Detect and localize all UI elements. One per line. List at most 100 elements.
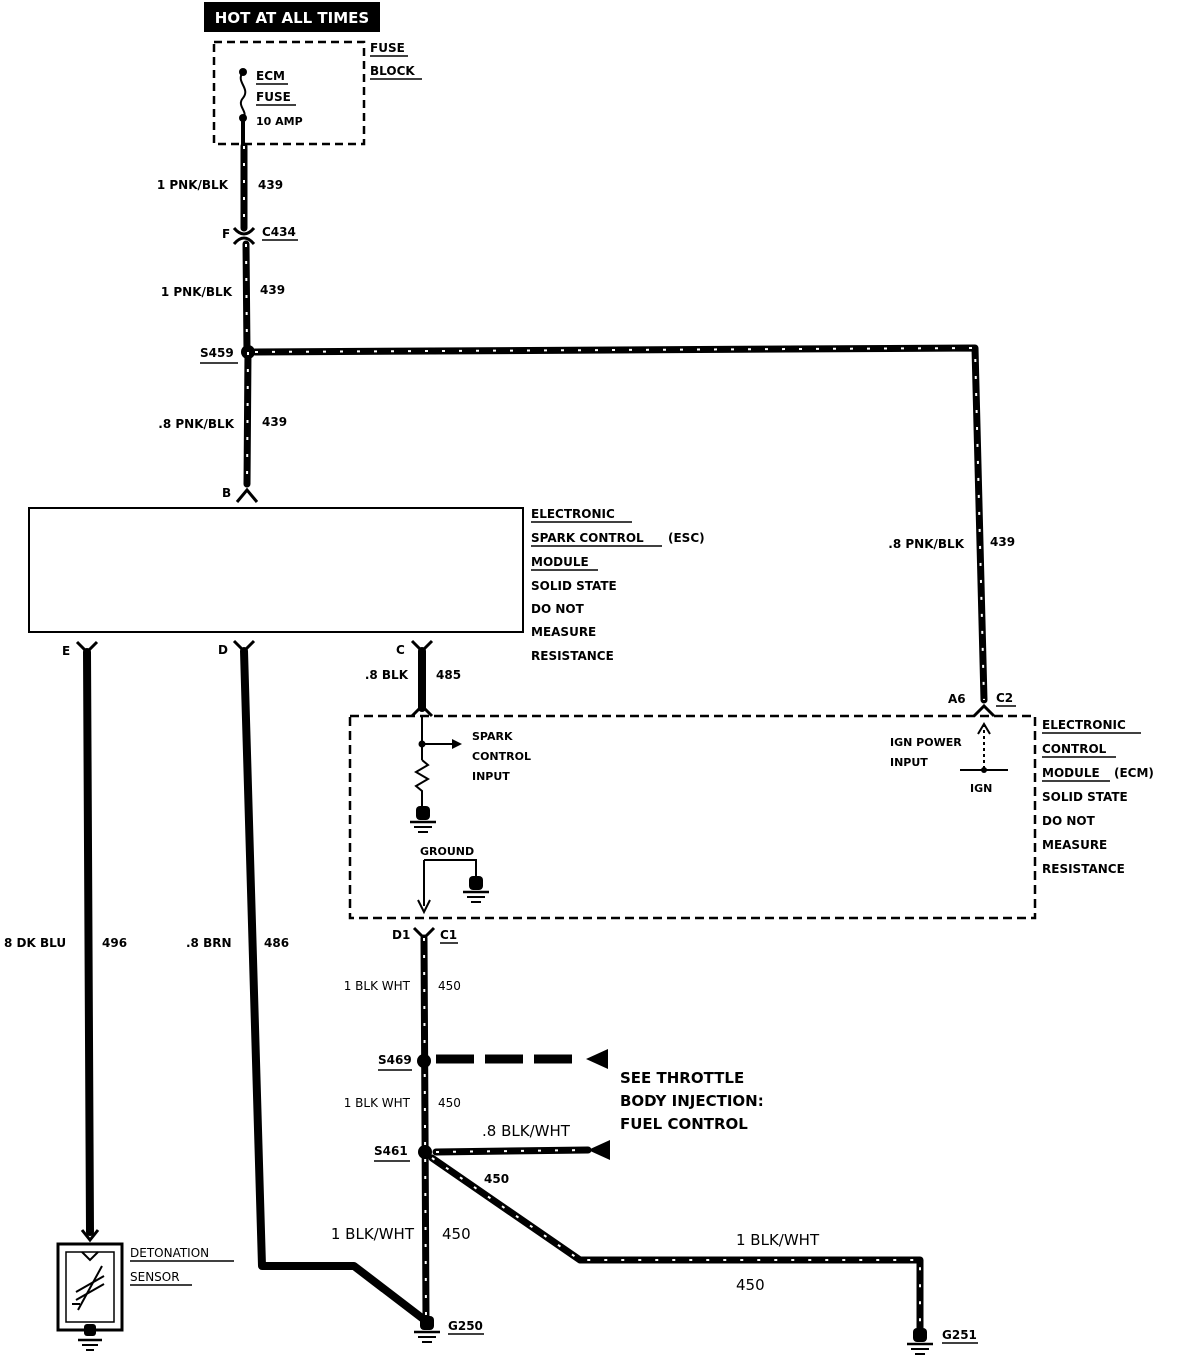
spark-input-label-3: INPUT (472, 770, 510, 783)
fuse-name-2: FUSE (256, 90, 291, 104)
wire-450-circuit-1: 450 (438, 979, 461, 993)
ecm-note-2: DO NOT (1042, 814, 1096, 828)
ecm-pin-a6: A6 (948, 692, 966, 706)
wire-496-gauge: 8 DK BLU (4, 936, 66, 950)
wire-450-gauge-3: 1 BLK/WHT (331, 1225, 415, 1243)
esc-pin-d: D (218, 643, 228, 657)
fuse-block-outline (212, 40, 366, 146)
wire-450-gauge-g251: 1 BLK/WHT (736, 1231, 820, 1249)
splice-s461-label: S461 (374, 1144, 408, 1158)
wire-439-to-esc (243, 348, 252, 488)
wire-439-circuit-1: 439 (258, 178, 283, 192)
wire-486 (240, 647, 426, 1322)
tbi-ref-arrow-2 (588, 1140, 610, 1160)
connector-c434 (232, 226, 256, 246)
wire-450-circuit-2: 450 (438, 1096, 461, 1110)
splice-s469-label: S469 (378, 1053, 412, 1067)
tbi-ref-arrow-1 (586, 1049, 608, 1069)
splice-s461 (418, 1145, 432, 1159)
fuse-block-label-1: FUSE (370, 41, 405, 55)
fuse-rating: 10 AMP (256, 115, 303, 128)
wire-450-gauge-1: 1 BLK WHT (344, 979, 411, 993)
wire-439-to-ecm (251, 344, 988, 704)
tbi-ref-line-2: BODY INJECTION: (620, 1092, 764, 1110)
splice-s469 (417, 1054, 431, 1068)
wire-485-circuit: 485 (436, 668, 461, 682)
wire-496-circuit: 496 (102, 936, 127, 950)
ign-label: IGN (970, 782, 992, 795)
wire-s461-gauge: .8 BLK/WHT (482, 1122, 571, 1140)
esc-connector-b (235, 487, 259, 503)
ecm-note-1: SOLID STATE (1042, 790, 1128, 804)
ecm-pin-c1: C1 (440, 928, 457, 942)
wire-450-circuit-branch: 450 (484, 1172, 509, 1186)
wire-439-gauge-4: .8 PNK/BLK (888, 537, 964, 551)
tbi-ref-line-3: FUEL CONTROL (620, 1115, 748, 1133)
wire-496 (83, 648, 94, 1236)
detonation-sensor-label-2: SENSOR (130, 1270, 180, 1284)
detonation-sensor-label-1: DETONATION (130, 1246, 209, 1260)
ecm-title-3: MODULE (1042, 766, 1100, 780)
esc-note-2: DO NOT (531, 602, 585, 616)
ground-g250-label: G250 (448, 1319, 483, 1333)
wire-439-gauge-3: .8 PNK/BLK (158, 417, 234, 431)
wire-450-circuit-g251: 450 (736, 1276, 765, 1294)
esc-module-box (28, 507, 524, 633)
ground-g250-icon (414, 1316, 440, 1343)
esc-title-2: SPARK CONTROL (531, 531, 644, 545)
connector-c434-pin: F (222, 227, 230, 241)
connector-c434-label: C434 (262, 225, 296, 239)
ecm-note-4: RESISTANCE (1042, 862, 1125, 876)
ecm-connector-top (410, 703, 434, 718)
spark-input-label-1: SPARK (472, 730, 513, 743)
wire-439-gauge-2: 1 PNK/BLK (161, 285, 233, 299)
spark-input-resistor (414, 759, 430, 806)
ign-power-label-1: IGN POWER (890, 736, 962, 749)
wire-450-main (420, 934, 430, 1322)
esc-note-1: SOLID STATE (531, 579, 617, 593)
splice-s459-label: S459 (200, 346, 234, 360)
ecm-ground-label: GROUND (420, 845, 474, 858)
ecm-pin-c2: C2 (996, 691, 1013, 705)
ground-g251-label: G251 (942, 1328, 977, 1342)
esc-note-3: MEASURE (531, 625, 596, 639)
ecm-title-suffix: (ECM) (1114, 766, 1154, 780)
wire-439-circuit-3: 439 (262, 415, 287, 429)
wire-450-to-g251 (428, 1154, 924, 1334)
ground-g251-icon (907, 1328, 933, 1355)
wire-439-gauge-1: 1 PNK/BLK (157, 178, 229, 192)
detonation-sensor-ground-icon (78, 1324, 102, 1351)
spark-input-ground-icon (410, 806, 436, 833)
wire-s461-ref (432, 1146, 592, 1156)
ecm-module-outline (348, 714, 1037, 920)
ign-power-label-2: INPUT (890, 756, 928, 769)
ecm-note-3: MEASURE (1042, 838, 1107, 852)
wire-439-middle (242, 240, 251, 356)
fuse-name-1: ECM (256, 69, 285, 83)
wire-439-circuit-4: 439 (990, 535, 1015, 549)
esc-pin-c: C (396, 643, 405, 657)
wire-485-gauge: .8 BLK (365, 668, 409, 682)
esc-title-3: MODULE (531, 555, 589, 569)
wire-486-gauge: .8 BRN (186, 936, 232, 950)
esc-pin-b: B (222, 486, 231, 500)
spark-input-label-2: CONTROL (472, 750, 531, 763)
wire-450-circuit-3: 450 (442, 1225, 471, 1243)
ecm-title-2: CONTROL (1042, 742, 1107, 756)
wire-439-circuit-2: 439 (260, 283, 285, 297)
wire-486-circuit: 486 (264, 936, 289, 950)
ecm-pin-d1: D1 (392, 928, 410, 942)
esc-note-4: RESISTANCE (531, 649, 614, 663)
detonation-sensor-icon (72, 1265, 105, 1311)
power-source-label: HOT AT ALL TIMES (215, 9, 369, 27)
tbi-ref-line-1: SEE THROTTLE (620, 1069, 744, 1087)
esc-title-suffix: (ESC) (668, 531, 705, 545)
fuse-symbol (239, 71, 247, 119)
power-source-box (204, 2, 380, 32)
ecm-ground-icon (463, 876, 489, 903)
esc-pin-e: E (62, 644, 70, 658)
esc-title-1: ELECTRONIC (531, 507, 615, 521)
ecm-title-1: ELECTRONIC (1042, 718, 1126, 732)
fuse-block-label-2: BLOCK (370, 64, 415, 78)
